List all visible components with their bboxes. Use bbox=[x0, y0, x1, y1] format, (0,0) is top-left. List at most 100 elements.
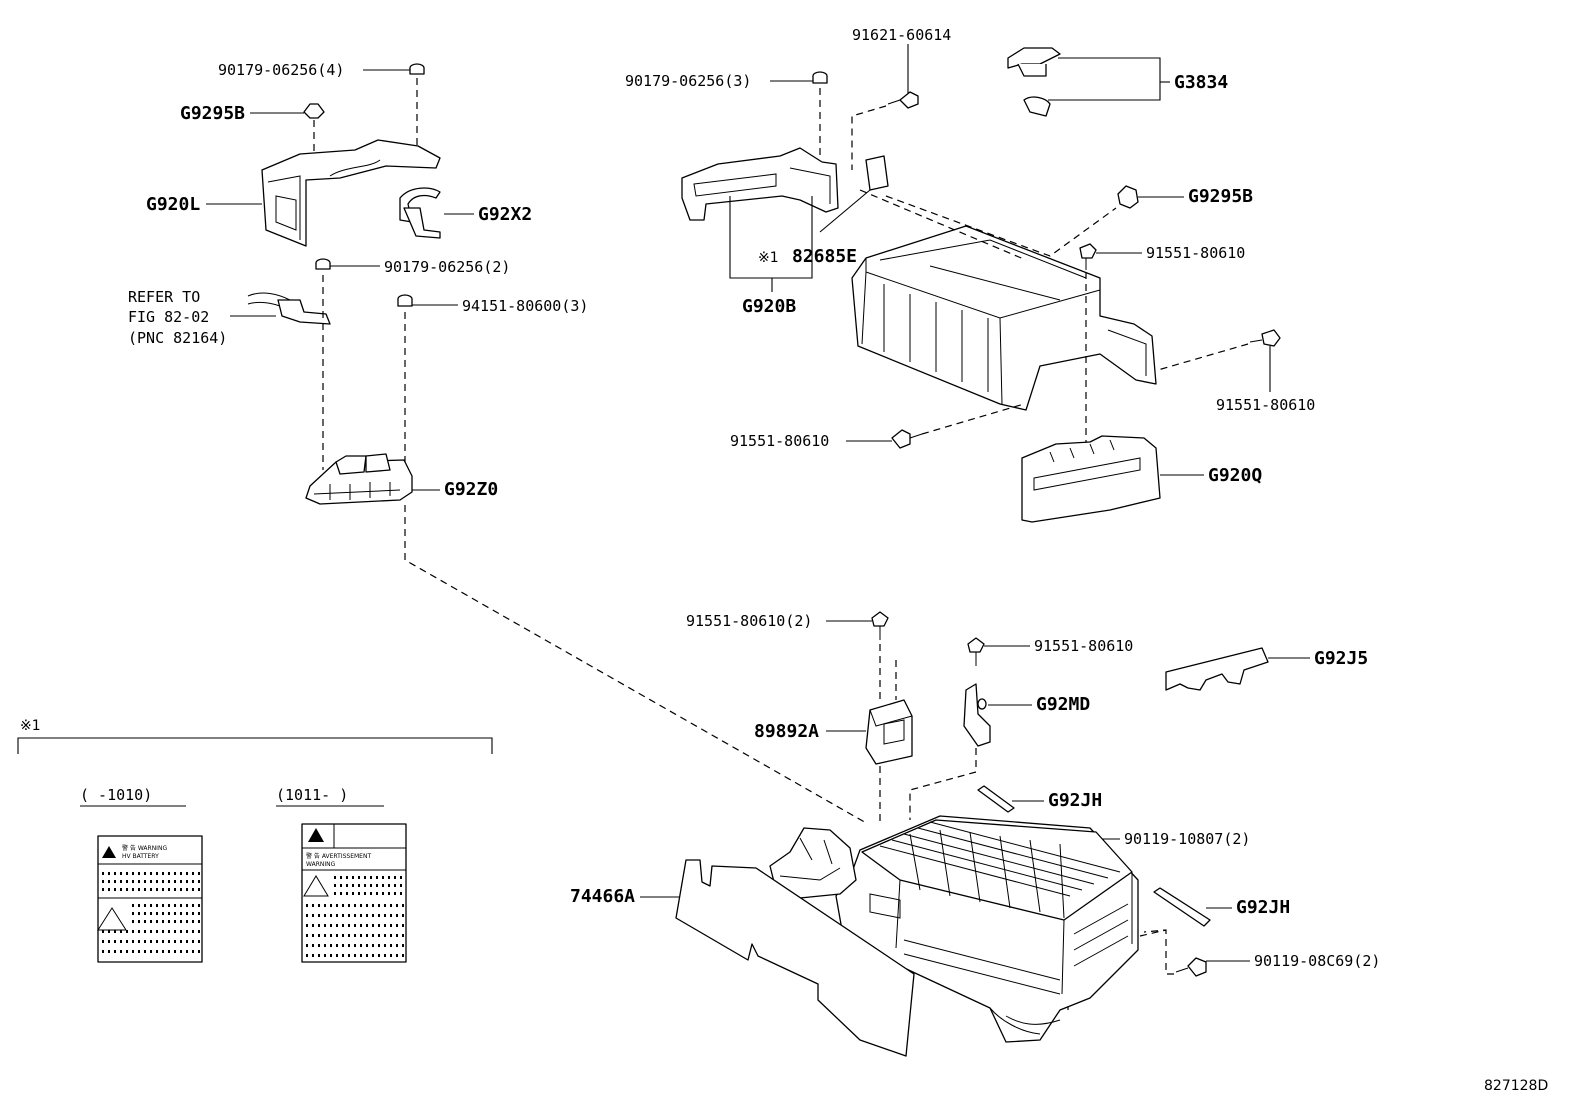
cover-battery-upper[interactable] bbox=[851, 225, 1157, 411]
plate-74466a[interactable] bbox=[675, 859, 915, 1057]
label-text-mark bbox=[378, 904, 380, 907]
label-text-mark bbox=[132, 930, 134, 933]
callout-g92jh-a[interactable]: G92JH bbox=[1048, 790, 1102, 811]
bolt-91621-60614[interactable] bbox=[887, 91, 919, 109]
label-text-mark bbox=[370, 884, 372, 887]
callout-g92md[interactable]: G92MD bbox=[1036, 694, 1090, 715]
label-text-mark bbox=[340, 876, 342, 879]
label-text-mark bbox=[156, 872, 158, 875]
callout-90179-06256-4[interactable]: 90179-06256(4) bbox=[218, 61, 344, 79]
label-text-mark bbox=[346, 884, 348, 887]
callout-g92jh-b[interactable]: G92JH bbox=[1236, 897, 1290, 918]
callout-90119-10807-2[interactable]: 90119-10807(2) bbox=[1124, 830, 1250, 848]
label-text-mark bbox=[306, 944, 308, 947]
callout-g920l[interactable]: G920L bbox=[146, 194, 200, 215]
callout-89892a[interactable]: 89892A bbox=[754, 721, 819, 742]
label-text-mark bbox=[138, 904, 140, 907]
callout-g920b[interactable]: G920B bbox=[742, 296, 796, 317]
bolt-90119-08c69[interactable] bbox=[1175, 957, 1207, 977]
label-text-mark bbox=[306, 904, 308, 907]
strip-g92j5[interactable] bbox=[1165, 647, 1269, 691]
clip-g9295b-right[interactable] bbox=[1117, 185, 1139, 209]
bolt-91551-80610-d[interactable] bbox=[967, 637, 985, 666]
label-text-mark bbox=[162, 912, 164, 915]
callout-g9295b-right[interactable]: G9295B bbox=[1188, 186, 1253, 207]
hv-battery-pack[interactable] bbox=[769, 815, 1139, 1043]
label-text-mark bbox=[150, 930, 152, 933]
plate-g920q[interactable] bbox=[1021, 435, 1161, 523]
callout-g9295b-left[interactable]: G9295B bbox=[180, 103, 245, 124]
nut-90179-06256-top[interactable] bbox=[409, 63, 425, 75]
bracket-g92md[interactable] bbox=[963, 683, 991, 747]
label-text-mark bbox=[360, 914, 362, 917]
strip-g92jh-upper[interactable] bbox=[977, 785, 1015, 813]
label-text-mark bbox=[114, 950, 116, 953]
callout-g3834[interactable]: G3834 bbox=[1174, 72, 1228, 93]
bracket-g92x2[interactable] bbox=[399, 187, 441, 239]
callout-g920q[interactable]: G920Q bbox=[1208, 465, 1262, 486]
callout-91621-60614[interactable]: 91621-60614 bbox=[852, 26, 951, 44]
label-text-mark bbox=[312, 914, 314, 917]
label-82685e[interactable] bbox=[865, 155, 889, 191]
label-text-mark bbox=[162, 880, 164, 883]
warning-label-left-line2: HV BATTERY bbox=[122, 853, 159, 860]
label-text-mark bbox=[312, 944, 314, 947]
sensor-g3834[interactable] bbox=[1007, 47, 1061, 117]
callout-g92x2[interactable]: G92X2 bbox=[478, 204, 532, 225]
callout-91551-80610-a[interactable]: 91551-80610 bbox=[1146, 244, 1245, 262]
label-text-mark bbox=[162, 930, 164, 933]
callout-82685e-number[interactable]: 82685E bbox=[792, 246, 857, 267]
label-text-mark bbox=[306, 924, 308, 927]
label-text-mark bbox=[180, 872, 182, 875]
connector-refer-82164[interactable] bbox=[247, 292, 331, 325]
label-text-mark bbox=[102, 930, 104, 933]
label-text-mark bbox=[358, 892, 360, 895]
warning-label-left: 警 告 WARNING HV BATTERY bbox=[97, 835, 203, 963]
label-text-mark bbox=[168, 872, 170, 875]
label-text-mark bbox=[384, 924, 386, 927]
clip-g9295b-left[interactable] bbox=[303, 103, 325, 119]
label-text-mark bbox=[114, 888, 116, 891]
label-text-mark bbox=[174, 950, 176, 953]
label-text-mark bbox=[192, 880, 194, 883]
label-text-mark bbox=[138, 880, 140, 883]
bracket-g920b[interactable] bbox=[681, 147, 839, 221]
nut-90179-06256-mid[interactable] bbox=[315, 258, 331, 270]
label-text-mark bbox=[354, 954, 356, 957]
label-text-mark bbox=[114, 930, 116, 933]
callout-91551-80610-c[interactable]: 91551-80610 bbox=[730, 432, 829, 450]
label-text-mark bbox=[162, 872, 164, 875]
callout-91551-80610-2[interactable]: 91551-80610(2) bbox=[686, 612, 812, 630]
label-text-mark bbox=[400, 876, 402, 879]
label-text-mark bbox=[108, 930, 110, 933]
ecu-89892a[interactable] bbox=[865, 699, 913, 765]
relay-g92z0[interactable] bbox=[305, 453, 413, 505]
bolt-91551-80610-a[interactable] bbox=[1079, 243, 1097, 270]
nut-90179-06256-right[interactable] bbox=[812, 71, 828, 84]
label-text-mark bbox=[114, 880, 116, 883]
note-bracket bbox=[17, 737, 493, 754]
label-text-mark bbox=[330, 924, 332, 927]
callout-94151-80600-3[interactable]: 94151-80600(3) bbox=[462, 297, 588, 315]
bolt-91551-80610-c[interactable] bbox=[891, 429, 923, 449]
cover-g920l[interactable] bbox=[261, 139, 441, 247]
label-text-mark bbox=[144, 950, 146, 953]
label-text-mark bbox=[144, 912, 146, 915]
callout-91551-80610-b[interactable]: 91551-80610 bbox=[1216, 396, 1315, 414]
nut-94151-80600[interactable] bbox=[397, 294, 413, 307]
strip-g92jh-lower[interactable] bbox=[1153, 887, 1211, 927]
bolt-91551-80610-2[interactable] bbox=[871, 611, 889, 640]
label-text-mark bbox=[358, 876, 360, 879]
callout-90119-08c69-2[interactable]: 90119-08C69(2) bbox=[1254, 952, 1380, 970]
callout-91551-80610-d[interactable]: 91551-80610 bbox=[1034, 637, 1133, 655]
bolt-91551-80610-b[interactable] bbox=[1249, 329, 1281, 347]
label-text-mark bbox=[120, 888, 122, 891]
callout-90179-06256-3[interactable]: 90179-06256(3) bbox=[625, 72, 751, 90]
label-text-mark bbox=[174, 912, 176, 915]
callout-74466a[interactable]: 74466A bbox=[570, 886, 635, 907]
label-text-mark bbox=[348, 954, 350, 957]
callout-90179-06256-2[interactable]: 90179-06256(2) bbox=[384, 258, 510, 276]
label-text-mark bbox=[168, 880, 170, 883]
callout-g92j5[interactable]: G92J5 bbox=[1314, 648, 1368, 669]
callout-g92z0[interactable]: G92Z0 bbox=[444, 479, 498, 500]
